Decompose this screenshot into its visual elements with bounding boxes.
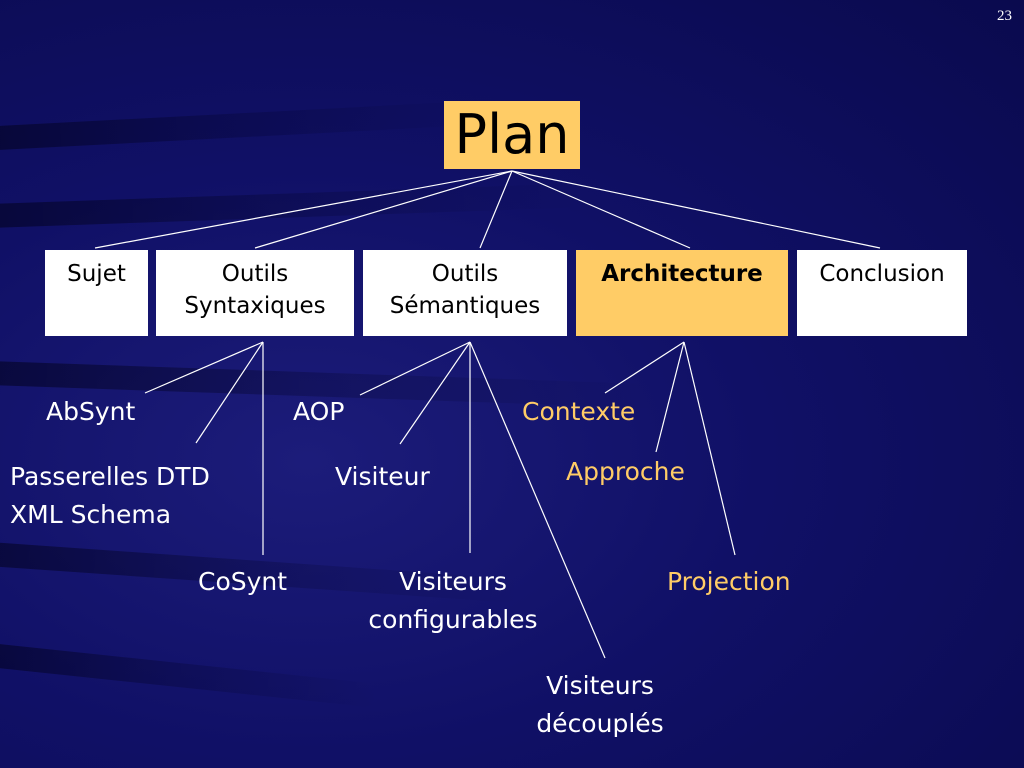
section-box-outils-syntaxiques: Outils Syntaxiques bbox=[156, 250, 354, 336]
section-label: Outils bbox=[221, 261, 289, 287]
section-box-architecture: Architecture bbox=[576, 250, 788, 336]
section-label: Architecture bbox=[601, 261, 763, 287]
connector-approche bbox=[655, 341, 685, 453]
connector-contexte bbox=[604, 341, 685, 394]
item-label: configurables bbox=[368, 605, 538, 634]
section-label: Syntaxiques bbox=[184, 293, 326, 319]
slide-title: Plan bbox=[444, 101, 580, 169]
connector-plan-conclusion bbox=[511, 170, 881, 249]
connector-plan-syntax bbox=[254, 170, 513, 249]
connector-aop bbox=[359, 341, 471, 396]
page-number: 23 bbox=[997, 8, 1012, 24]
item-label: Passerelles DTD bbox=[10, 462, 210, 491]
connector-plan-semantic bbox=[479, 170, 513, 249]
item-aop: AOP bbox=[293, 397, 345, 426]
connector-plan-sujet bbox=[94, 170, 513, 249]
item-visiteurs-decouples: Visiteurs découplés bbox=[500, 667, 700, 743]
item-label: XML Schema bbox=[10, 500, 172, 529]
section-box-outils-semantiques: Outils Sémantiques bbox=[363, 250, 567, 336]
item-absynt: AbSynt bbox=[46, 397, 136, 426]
section-label: Outils bbox=[431, 261, 499, 287]
section-label: Conclusion bbox=[819, 261, 945, 287]
connector-visiteur bbox=[399, 341, 471, 445]
connector-projection bbox=[683, 341, 736, 556]
section-box-conclusion: Conclusion bbox=[797, 250, 967, 336]
section-label: Sujet bbox=[67, 261, 126, 287]
item-visiteur: Visiteur bbox=[335, 462, 430, 491]
item-label: découplés bbox=[536, 709, 664, 738]
item-label: Visiteurs bbox=[546, 671, 654, 700]
item-contexte: Contexte bbox=[522, 397, 636, 426]
connector-absynt bbox=[144, 341, 264, 394]
connector-passerelles bbox=[195, 341, 264, 444]
item-approche: Approche bbox=[566, 457, 685, 486]
section-box-sujet: Sujet bbox=[45, 250, 148, 336]
item-cosynt: CoSynt bbox=[198, 567, 288, 596]
connector-decouples bbox=[469, 341, 606, 659]
item-projection: Projection bbox=[667, 567, 791, 596]
section-label: Sémantiques bbox=[389, 293, 541, 319]
item-passerelles: Passerelles DTD XML Schema bbox=[10, 458, 210, 534]
connector-plan-architecture bbox=[511, 170, 691, 249]
item-label: Visiteurs bbox=[399, 567, 507, 596]
item-visiteurs-configurables: Visiteurs configurables bbox=[353, 563, 553, 639]
